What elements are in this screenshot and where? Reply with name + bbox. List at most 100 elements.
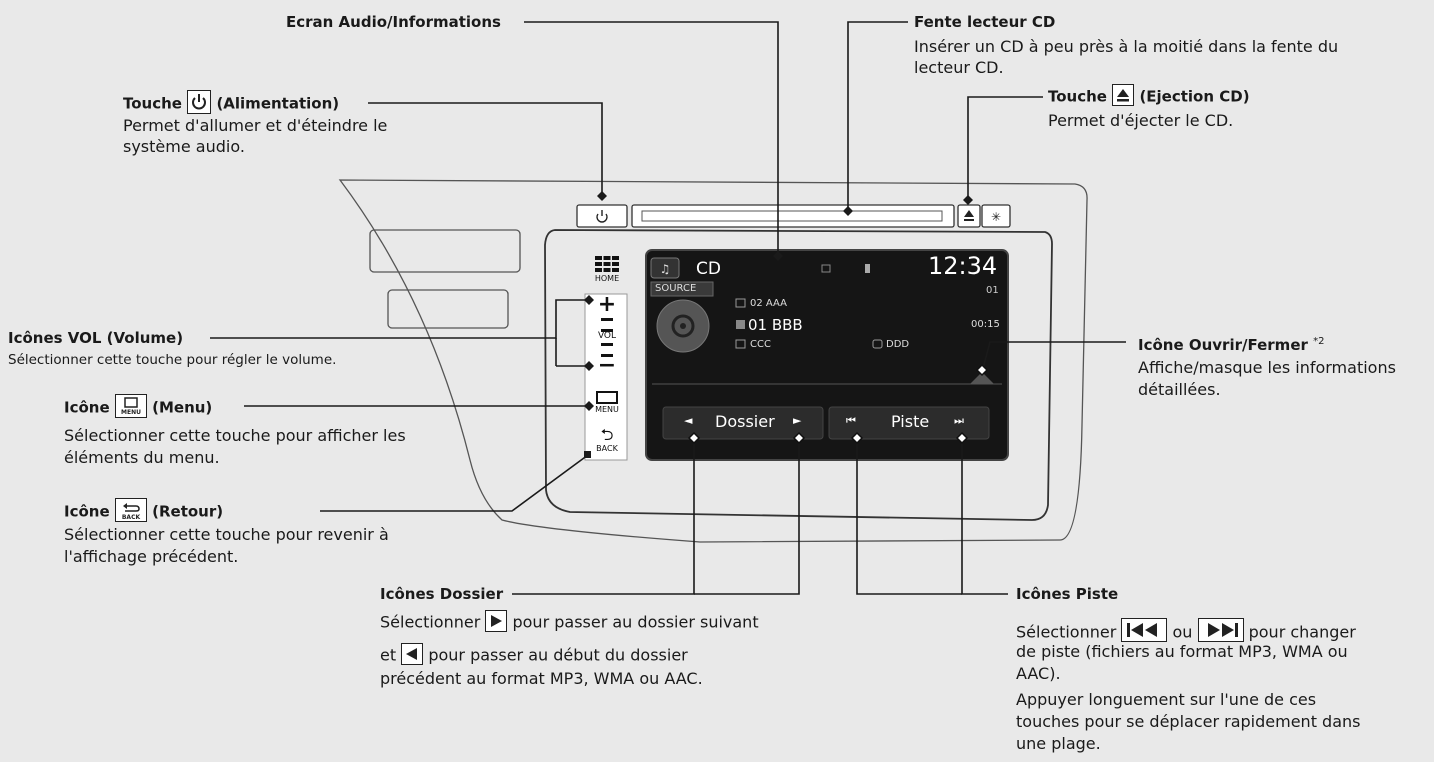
track-button-label: Piste [891, 412, 930, 431]
menu-callout-desc: éléments du menu. [64, 448, 220, 467]
folder-buttons [662, 406, 824, 440]
skip-back-button[interactable]: ⏮ [846, 414, 856, 427]
source-tab[interactable]: CD [696, 259, 721, 279]
artist-name: DDD [886, 339, 910, 350]
source-button[interactable] [650, 281, 714, 297]
menu-icon: MENU [114, 394, 147, 418]
folder-callout-line: précédent au format MP3, WMA ou AAC. [380, 669, 703, 688]
source-label: SOURCE [655, 283, 697, 294]
slot-callout-title: Fente lecteur CD [914, 13, 1056, 31]
eject-icon [1112, 84, 1135, 106]
power-callout-pre: Touche [123, 94, 182, 113]
volume-callout-title: Icônes VOL (Volume) [8, 329, 184, 347]
power-callout-desc: système audio. [123, 137, 245, 156]
open-close-icon[interactable] [970, 372, 994, 384]
leader-lines [210, 21, 1126, 595]
power-icon [596, 210, 608, 223]
back-callout-post: (Retour) [152, 502, 224, 521]
screen-callout-title: Ecran Audio/Informations [286, 13, 501, 31]
head-unit-frame [544, 229, 1053, 521]
home-grid-icon[interactable] [594, 255, 620, 277]
svg-text:✳: ✳ [991, 210, 1001, 224]
menu-icon[interactable] [596, 391, 618, 404]
menu-callout-pre: Icône [64, 398, 110, 417]
back-callout-desc: l'affichage précédent. [64, 547, 239, 566]
eject-callout-desc: Permet d'éjecter le CD. [1048, 111, 1234, 130]
folder-name: 02 AAA [750, 298, 787, 309]
track-buttons [828, 406, 990, 440]
track-line-post: pour changer [1248, 622, 1356, 642]
folder-callout-line: et pour passer au début du dossier [380, 643, 688, 667]
back-icon[interactable]: ⮌ [600, 425, 614, 444]
track-line-mid: ou [1172, 622, 1193, 642]
home-label: HOME [594, 274, 620, 283]
skip-forward-icon [1197, 618, 1244, 642]
vol-label: VOL [597, 331, 617, 341]
power-icon [187, 90, 212, 114]
menu-label: MENU [595, 405, 619, 414]
power-callout-title: Touche (Alimentation) [123, 90, 340, 116]
back-icon: BACK [114, 498, 147, 522]
back-callout-desc: Sélectionner cette touche pour revenir à [64, 525, 389, 544]
track-line-pre: Sélectionner [1016, 622, 1117, 642]
eject-callout-post: (Ejection CD) [1139, 87, 1250, 106]
track-callout-line: Appuyer longuement sur l'une de ces [1016, 690, 1317, 709]
volume-down-button[interactable]: − [597, 353, 617, 378]
folder-callout-title: Icônes Dossier [380, 585, 504, 603]
leader-endpoints [584, 191, 989, 458]
skip-forward-button[interactable]: ⏭ [954, 414, 964, 427]
prev-arrow-icon [401, 643, 424, 665]
back-callout-pre: Icône [64, 502, 110, 521]
track-callout-line: Sélectionner ou pour changer [1016, 618, 1356, 645]
clock: 12:34 [928, 252, 998, 280]
brightness-button[interactable] [981, 204, 1011, 228]
slot-callout-desc: lecteur CD. [914, 58, 1004, 77]
folder-button-label: Dossier [715, 412, 775, 431]
volume-callout-desc: Sélectionner cette touche pour régler le… [8, 352, 337, 368]
next-folder-button[interactable]: ► [793, 414, 802, 427]
track-number: 01 [986, 285, 999, 296]
elapsed-time: 00:15 [971, 319, 1000, 330]
eject-callout-title: Touche (Ejection CD) [1048, 84, 1250, 108]
menu-icon-label: MENU [121, 409, 141, 416]
track-callout-line: de piste (fichiers au format MP3, WMA ou [1016, 642, 1348, 661]
power-callout-desc: Permet d'allumer et d'éteindre le [123, 116, 388, 135]
eject-icon [964, 210, 974, 221]
openclose-callout-desc: Affiche/masque les informations [1138, 358, 1396, 377]
footnote-mark: *2 [1313, 336, 1325, 347]
menu-callout-title: Icône MENU (Menu) [64, 394, 213, 420]
track-callout-title: Icônes Piste [1016, 585, 1119, 603]
power-callout-post: (Alimentation) [216, 94, 340, 113]
openclose-callout-text: Icône Ouvrir/Fermer [1138, 336, 1308, 354]
track-callout-line: une plage. [1016, 734, 1101, 753]
volume-bars-icon [601, 343, 613, 357]
menu-callout-desc: Sélectionner cette touche pour afficher … [64, 426, 406, 445]
svg-text:♫: ♫ [660, 262, 671, 276]
next-arrow-icon [485, 610, 508, 632]
prev-folder-button[interactable]: ◄ [684, 414, 693, 427]
album-name: CCC [750, 339, 771, 350]
menu-callout-post: (Menu) [152, 398, 213, 417]
cd-slot [631, 204, 955, 228]
folder-line2-post: pour passer au début du dossier [428, 645, 688, 665]
air-vent-upper [369, 229, 521, 273]
track-callout-line: touches pour se déplacer rapidement dans [1016, 712, 1361, 731]
track-name: 01 BBB [748, 316, 803, 334]
folder-callout-line: Sélectionner pour passer au dossier suiv… [380, 610, 759, 634]
skip-back-icon [1121, 618, 1168, 642]
folder-line-pre: Sélectionner [380, 612, 481, 632]
air-vent-lower [387, 289, 509, 329]
slot-callout-desc: Insérer un CD à peu près à la moitié dan… [914, 37, 1339, 56]
folder-line2-pre: et [380, 645, 397, 665]
openclose-callout-title: Icône Ouvrir/Fermer *2 [1138, 332, 1325, 355]
back-icon-label: BACK [122, 514, 141, 521]
folder-line-post: pour passer au dossier suivant [512, 612, 759, 632]
back-callout-title: Icône BACK (Retour) [64, 498, 224, 524]
volume-up-button[interactable]: + [597, 292, 617, 317]
openclose-callout-desc: détaillées. [1138, 380, 1221, 399]
eject-callout-pre: Touche [1048, 87, 1107, 106]
back-label: BACK [596, 444, 618, 453]
music-note-icon[interactable] [650, 257, 680, 279]
